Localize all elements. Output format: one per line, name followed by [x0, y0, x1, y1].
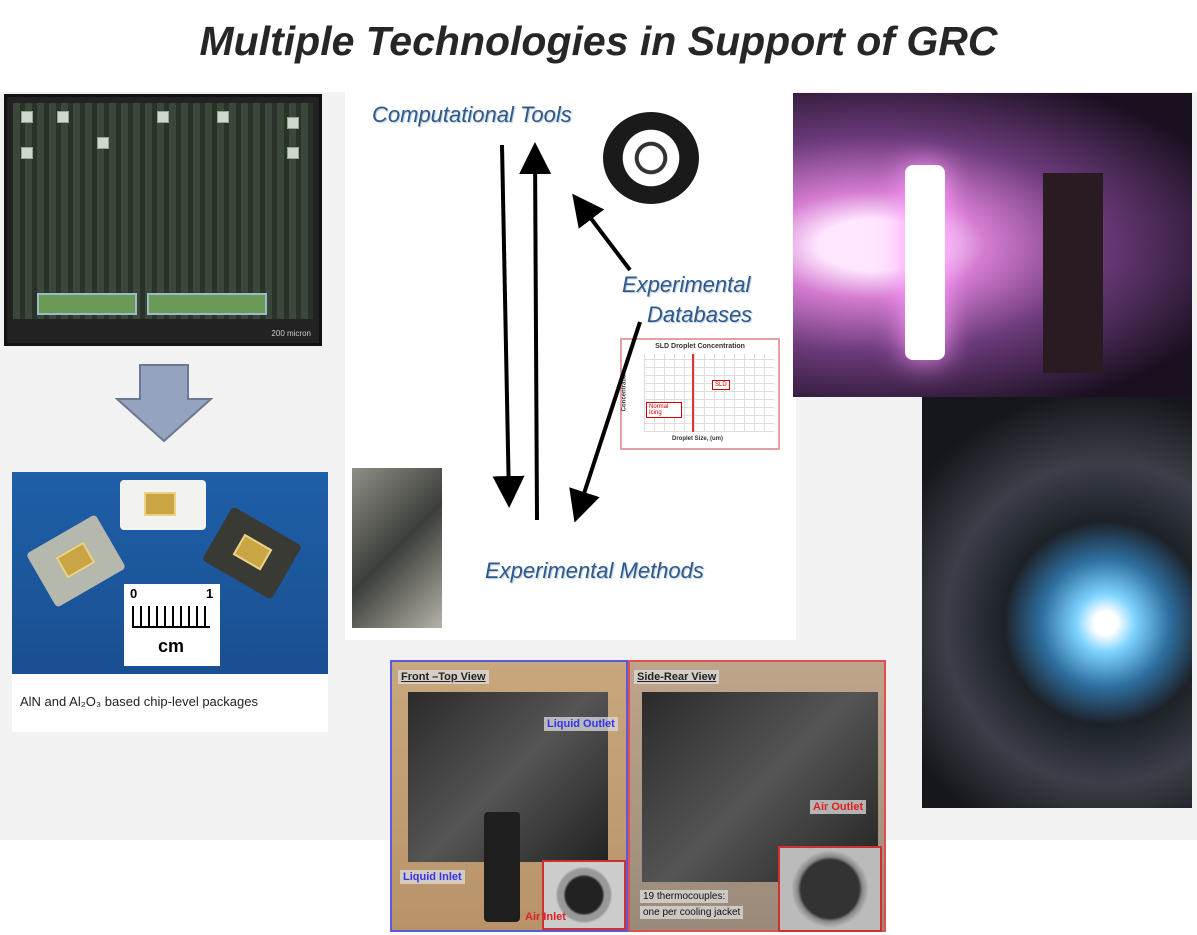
chip-micrograph: 200 micron: [4, 94, 322, 346]
mesh-ring-model: [603, 112, 699, 204]
arrow-to-tools: [572, 193, 632, 272]
air-outlet-label: Air Outlet: [810, 800, 867, 814]
sld-chart-title: SLD Droplet Concentration: [655, 343, 745, 350]
computational-tools-label: Computational Tools: [372, 102, 572, 127]
liquid-outlet-label: Liquid Outlet: [544, 717, 618, 731]
arrow-down: [492, 144, 525, 508]
air-inlet-label: Air Inlet: [525, 911, 566, 923]
ion-thruster-photo: [922, 397, 1192, 808]
thermocouples-label-2: one per cooling jacket: [640, 906, 744, 919]
icing-researcher-photo: [352, 468, 442, 628]
chip-packages-photo: 0 1 cm: [12, 472, 328, 674]
methods-diagram: Computational Tools Experimental Databas…: [345, 90, 796, 640]
front-view-label: Front –Top View: [398, 670, 489, 684]
ruler-unit: cm: [158, 636, 185, 656]
chip-scale-label: 200 micron: [271, 329, 311, 338]
sld-xlabel: Droplet Size, (um): [672, 436, 724, 442]
packages-caption: AlN and Al₂O₃ based chip-level packages: [12, 674, 328, 732]
arrow-to-methods: [569, 321, 642, 523]
experimental-databases-label-1: Experimental: [622, 272, 751, 297]
thermocouples-label-1: 19 thermocouples:: [640, 890, 729, 903]
cm-ruler: 0 1 cm: [124, 584, 220, 666]
sld-droplet-chart: SLD Droplet Concentration SLD Normal Ici…: [620, 338, 780, 450]
ruler-one: 1: [206, 586, 214, 601]
flow-arrows: [492, 142, 642, 523]
side-view-label: Side-Rear View: [634, 670, 720, 684]
normal-icing-label: Normal Icing: [646, 402, 682, 418]
experimental-methods-label: Experimental Methods: [485, 558, 704, 583]
thruster-plasma-photo: [793, 93, 1192, 397]
ruler-zero: 0: [130, 586, 138, 601]
down-arrow-icon: [115, 364, 213, 443]
side-rear-view-photo: Side-Rear View Air Outlet 19 thermocoupl…: [628, 660, 886, 932]
front-top-view-photo: Front –Top View Liquid Outlet Liquid Inl…: [390, 660, 628, 932]
experimental-databases-label-2: Databases: [647, 302, 753, 327]
slide-title: Multiple Technologies in Support of GRC: [199, 18, 998, 64]
heat-exchanger-photos: Front –Top View Liquid Outlet Liquid Inl…: [390, 660, 886, 932]
liquid-inlet-label: Liquid Inlet: [400, 870, 465, 884]
arrow-up: [519, 142, 552, 521]
sld-label: SLD: [712, 380, 730, 390]
